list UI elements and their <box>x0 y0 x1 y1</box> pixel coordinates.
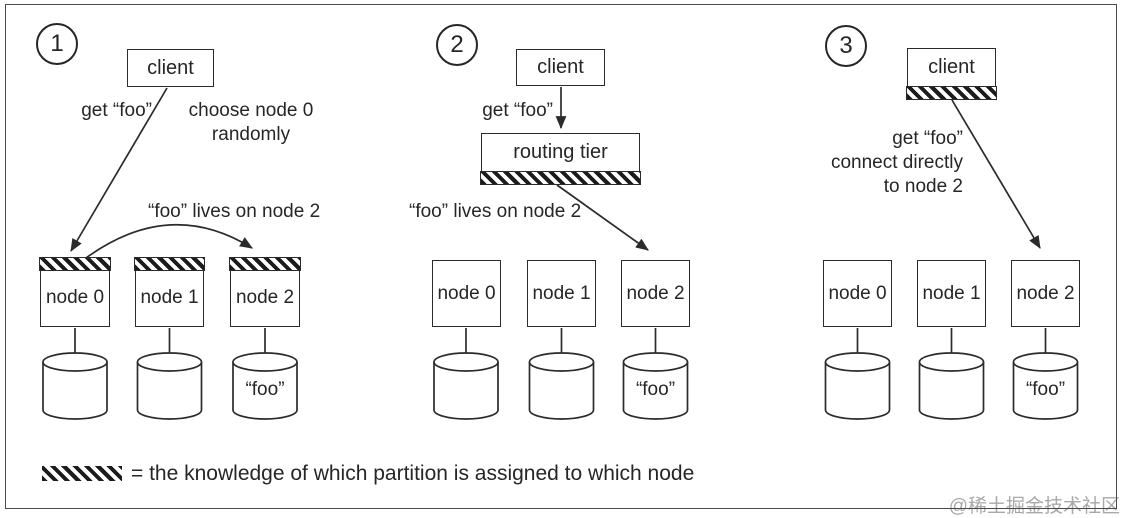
panel1-foo-record: “foo” <box>245 379 285 400</box>
panel2-node1-box: node 1 <box>527 260 596 327</box>
database-cylinder-icon <box>528 352 595 420</box>
panel2-node0-label: node 0 <box>437 282 496 304</box>
panel3-request-line2: connect directly <box>830 152 963 173</box>
panel1-number-badge: 1 <box>36 23 78 65</box>
panel3-node0-box: node 0 <box>823 260 892 327</box>
panel2-node2-label: node 2 <box>626 282 685 304</box>
panel1-client-box: client <box>127 49 214 87</box>
panel1-number: 1 <box>50 30 64 57</box>
legend-text: = the knowledge of which partition is as… <box>131 462 695 485</box>
panel2-node2-box: node 2 <box>621 260 690 327</box>
panel3-request-line1: get “foo” <box>892 128 963 149</box>
partition-knowledge-hatch <box>229 257 301 272</box>
partition-knowledge-hatch <box>906 85 997 100</box>
arrow-routing-tier-to-node2 <box>556 184 649 251</box>
panel1-node1-label: node 1 <box>140 286 199 308</box>
panel2-number-badge: 2 <box>436 24 478 66</box>
panel2-client-label: client <box>537 56 584 78</box>
panel2-route-label: “foo” lives on node 2 <box>409 201 582 222</box>
panel3-node2-label: node 2 <box>1016 282 1075 304</box>
panel2-client-box: client <box>516 49 605 86</box>
panel1-arc-label: “foo” lives on node 2 <box>148 201 321 222</box>
panel1-node2-label: node 2 <box>235 286 295 308</box>
database-cylinder-icon <box>824 352 891 420</box>
panel2-foo-record: “foo” <box>635 379 676 400</box>
panel3-node0-label: node 0 <box>828 282 887 304</box>
panel3-request-line3: to node 2 <box>883 176 963 197</box>
panel2-node0-box: node 0 <box>432 260 501 327</box>
panel2-routing-tier-box: routing tier <box>480 133 641 185</box>
panel2-node1-label: node 1 <box>532 282 591 304</box>
panel1-node0-label: node 0 <box>45 286 105 308</box>
panel1-client-label: client <box>147 56 194 79</box>
panel3-client-box: client <box>906 48 997 100</box>
panel3-node1-box: node 1 <box>917 260 986 327</box>
panel2-number: 2 <box>450 31 464 58</box>
panel1-note-line1: choose node 0 <box>188 100 314 121</box>
arrow-client-to-node0 <box>70 87 168 252</box>
panel3-node1-label: node 1 <box>922 282 981 304</box>
panel1-node2-box: node 2 <box>229 257 301 327</box>
panel3-client-label: client <box>928 56 975 78</box>
partition-knowledge-hatch <box>134 257 205 272</box>
legend-hatch-swatch-icon <box>42 466 122 481</box>
panel1-node1-box: node 1 <box>134 257 205 327</box>
panel3-number: 3 <box>839 32 853 59</box>
database-cylinder-icon <box>918 352 985 420</box>
panel2-routing-tier-label: routing tier <box>513 141 608 163</box>
arrow-client-direct-to-node2 <box>951 99 1041 249</box>
panel3-number-badge: 3 <box>825 25 867 67</box>
panel3-foo-record: “foo” <box>1025 379 1066 400</box>
partition-knowledge-hatch <box>39 257 111 272</box>
partition-knowledge-hatch <box>480 170 641 185</box>
panel3-node2-box: node 2 <box>1011 260 1080 327</box>
panel2-request-label: get “foo” <box>482 100 553 121</box>
node-db-connectors <box>74 328 1047 356</box>
arrow-arc-node0-to-node2 <box>85 224 253 259</box>
panel1-note-line2: randomly <box>211 124 291 145</box>
database-cylinder-icon <box>433 352 499 420</box>
panel1-node0-box: node 0 <box>39 257 111 327</box>
database-cylinder-icon <box>42 352 108 420</box>
panel1-request-label: get “foo” <box>81 100 152 121</box>
database-cylinder-icon <box>136 352 203 420</box>
watermark: @稀土掘金技术社区 <box>948 496 1120 517</box>
